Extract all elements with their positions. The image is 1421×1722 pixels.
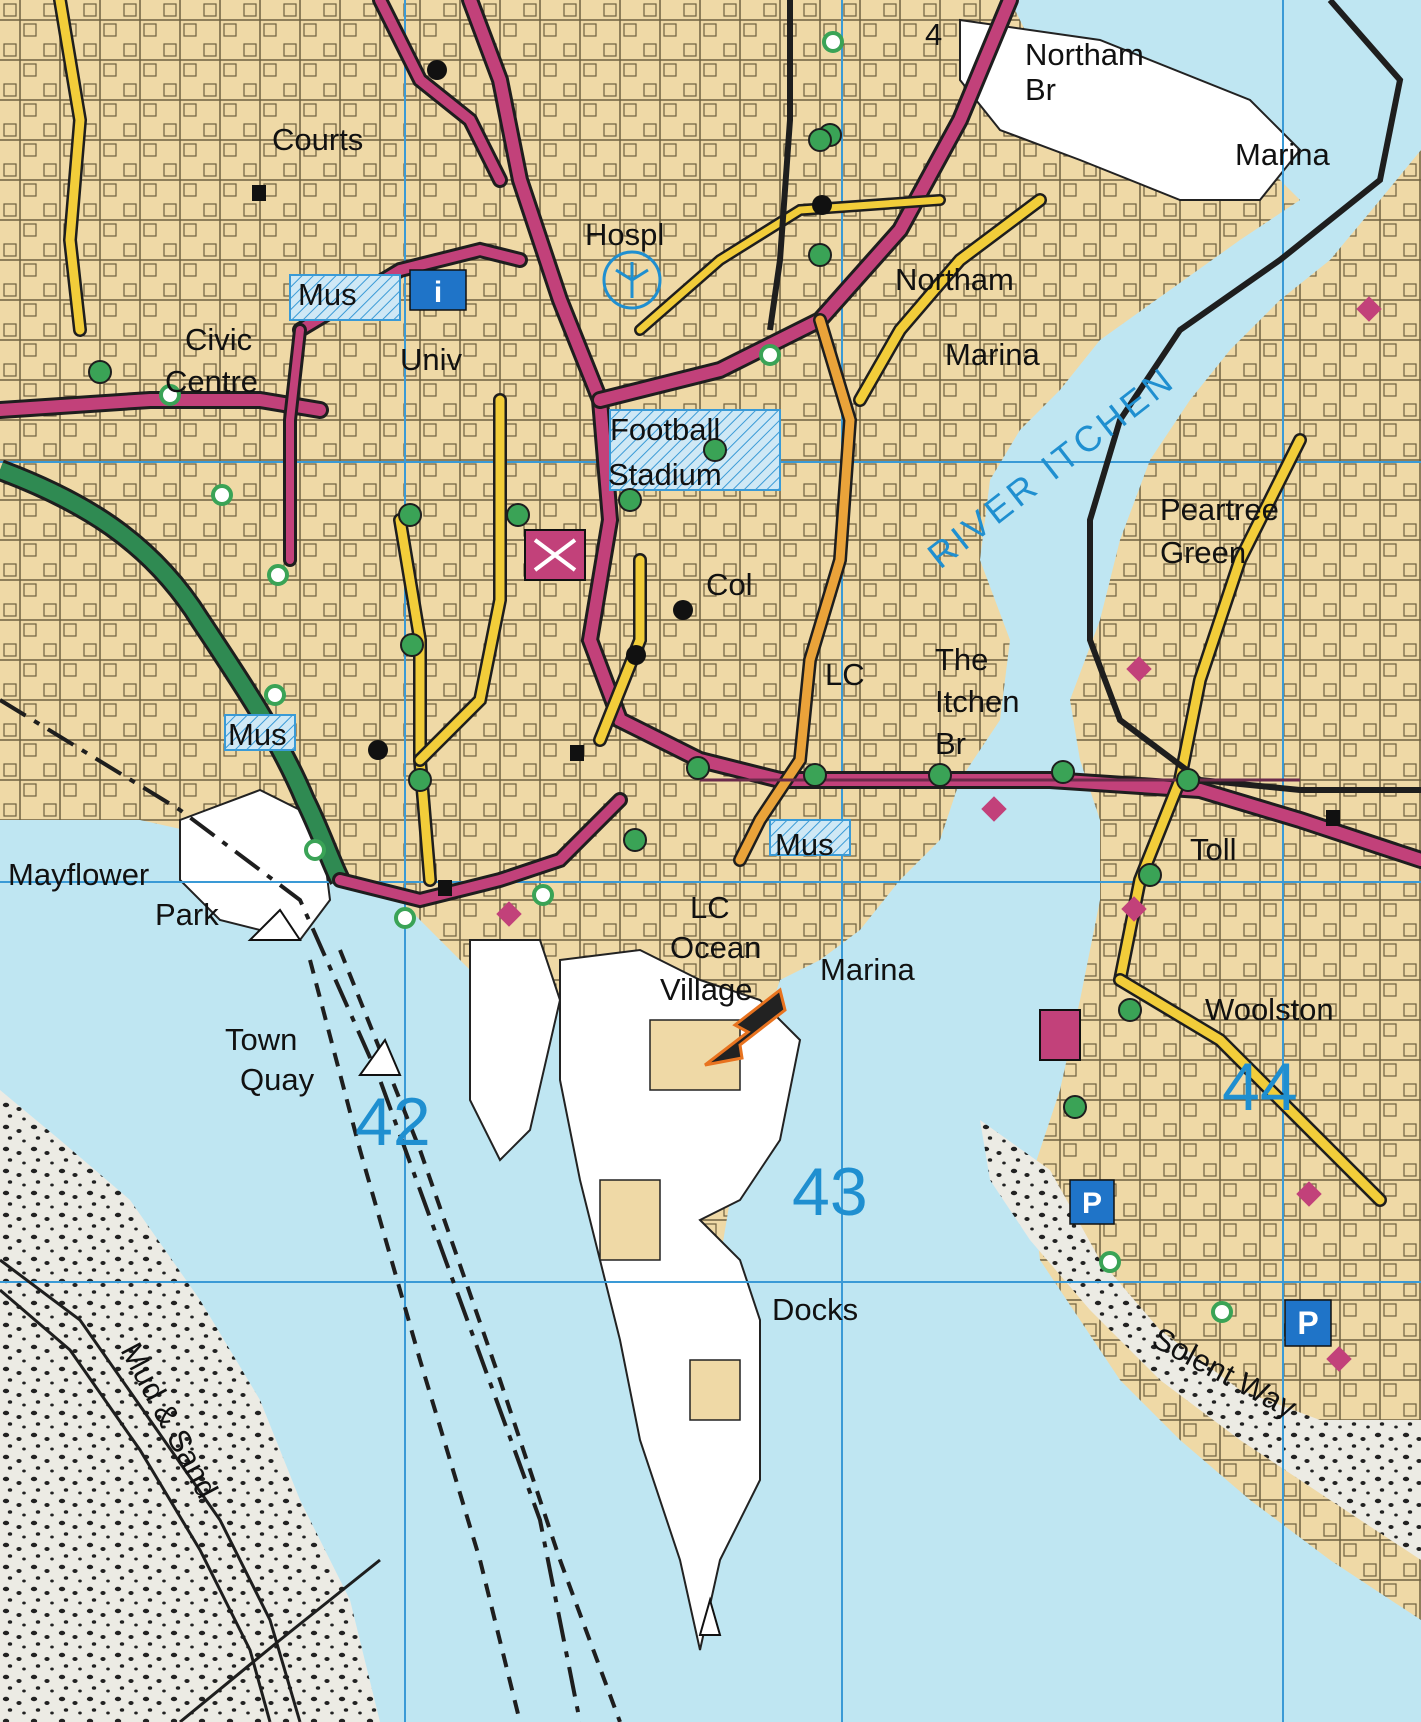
grid-number-42: 42 (355, 1084, 431, 1160)
label-grid-4: 4 (925, 17, 942, 52)
label-town-quay-1: Town (225, 1022, 297, 1057)
label-marina-s: Marina (820, 952, 916, 987)
mud-sand-southwest (0, 1090, 380, 1722)
svg-text:P: P (1082, 1187, 1102, 1220)
label-docks: Docks (772, 1292, 858, 1327)
label-mayflower-2: Park (155, 897, 219, 932)
label-courts: Courts (272, 122, 363, 157)
label-town-quay-2: Quay (240, 1062, 315, 1097)
label-itchen-br-1: The (935, 642, 988, 677)
grid-numbers: 42 43 44 (355, 1049, 1298, 1230)
label-peartree-1: Peartree (1160, 492, 1279, 527)
shoreline-southwest (0, 1258, 302, 1722)
label-northam-br-1: Northam (1025, 37, 1144, 72)
docks-building-2 (689, 1359, 741, 1421)
lighthouse-icon-town-quay (358, 1037, 402, 1076)
lighthouse-icon-mayflower (247, 908, 302, 941)
parking-icon: P (1284, 1299, 1332, 1347)
svg-text:i: i (434, 276, 442, 309)
label-mus-c: Mus (775, 827, 834, 862)
label-ocean-1: Ocean (670, 930, 761, 965)
svg-text:P: P (1297, 1305, 1318, 1341)
east-bank-land (1030, 150, 1421, 1620)
football-stadium-area (609, 409, 781, 491)
label-civic-2: Centre (165, 364, 258, 399)
info-icon: i (409, 269, 467, 311)
label-marina-ne: Marina (1235, 137, 1331, 172)
northeast-open-area (959, 18, 1302, 201)
label-itchen-br-3: Br (935, 726, 966, 761)
label-northam-br-2: Br (1025, 72, 1056, 107)
trunk-road-fill (0, 462, 348, 884)
label-football-2: Stadium (608, 457, 722, 492)
church-symbols (252, 60, 1340, 896)
museum-area-west (224, 714, 296, 751)
label-toll: Toll (1190, 832, 1237, 867)
primary-roads (0, 0, 1421, 909)
railway-line (1087, 0, 1421, 793)
label-mus-w: Mus (228, 717, 287, 752)
label-ocean-2: Village (660, 972, 753, 1007)
ferry-routes (0, 698, 622, 1722)
label-woolston: Woolston (1205, 992, 1334, 1027)
mud-sand-southeast (980, 1120, 1421, 1560)
label-mus-nw: Mus (298, 277, 357, 312)
label-peartree-2: Green (1160, 535, 1246, 570)
museum-area-central (769, 819, 851, 856)
docks-building-3 (599, 1179, 661, 1261)
a-roads (53, 0, 1387, 1207)
label-football-1: Football (610, 412, 720, 447)
lighthouse-icon-docks (698, 1596, 722, 1636)
docks-west-pier (469, 939, 562, 1162)
label-hospl: Hospl (585, 217, 664, 252)
grid-number-44: 44 (1222, 1049, 1298, 1125)
woolston-red-icon (1039, 1009, 1081, 1061)
label-marina-n: Marina (945, 337, 1041, 372)
station-dots-open (159, 31, 1233, 1323)
location-arrow-icon (704, 987, 787, 1067)
label-itchen-br-2: Itchen (935, 684, 1019, 719)
railway-west (767, 0, 793, 331)
label-col: Col (706, 567, 753, 602)
parking-icon-woolston: P (1069, 1179, 1115, 1225)
label-lc-1: LC (825, 657, 865, 692)
museum-area-north (289, 274, 401, 321)
label-lc-2: LC (690, 890, 730, 925)
b-road-fill (735, 315, 855, 865)
grid-number-43: 43 (792, 1154, 868, 1230)
label-civic-1: Civic (185, 322, 252, 357)
university-crossed-icon (524, 529, 586, 581)
hospital-icon (602, 250, 662, 310)
station-dots (88, 123, 1200, 1119)
label-univ: Univ (400, 342, 463, 377)
label-mayflower-1: Mayflower (8, 857, 149, 892)
label-northam: Northam (895, 262, 1014, 297)
